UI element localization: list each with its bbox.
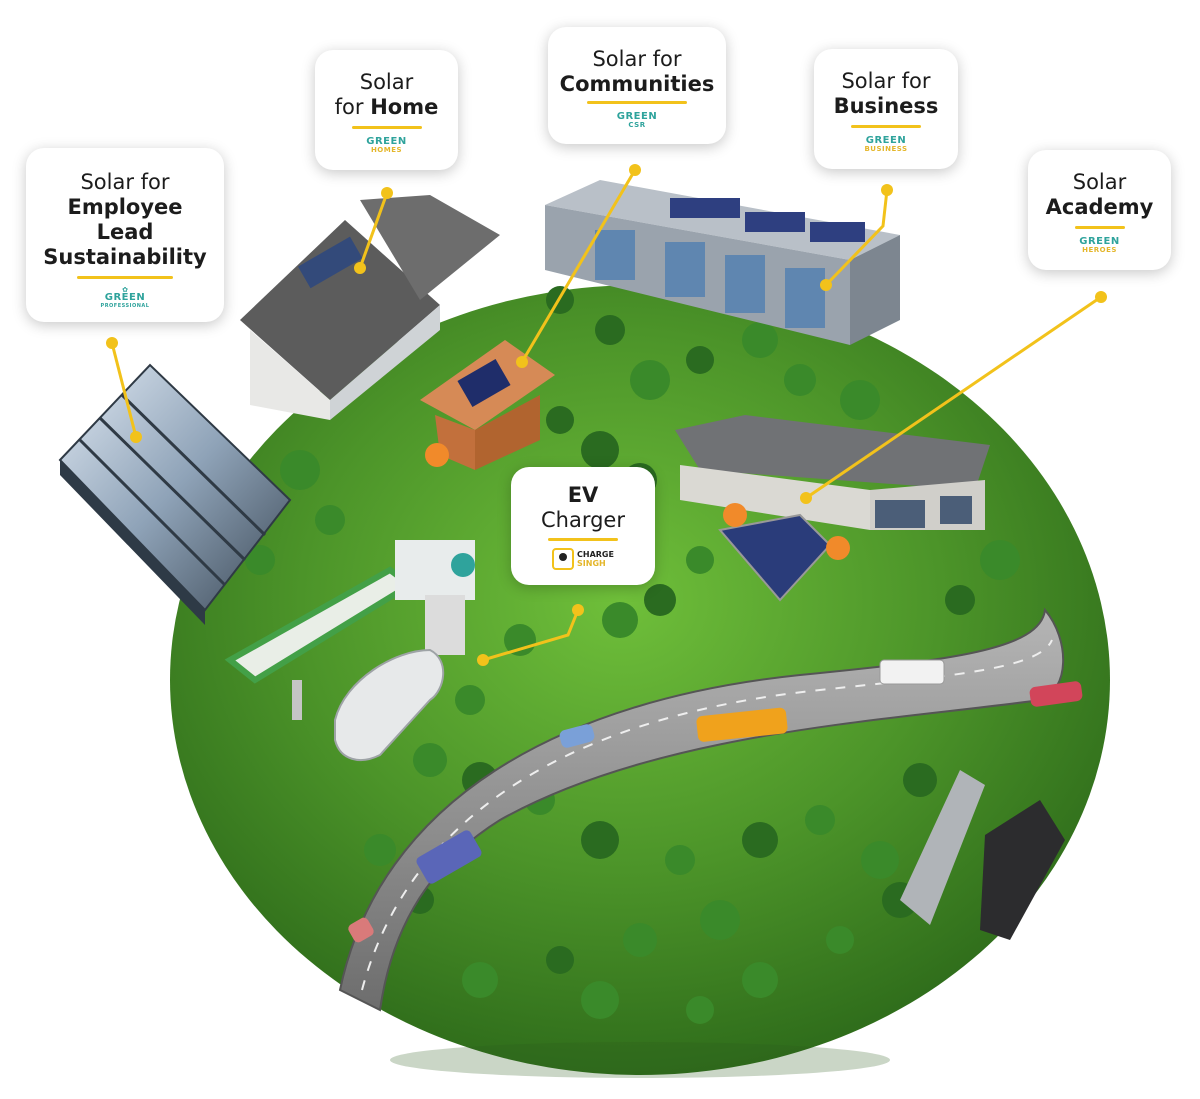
card-solar-academy[interactable]: Solar Academy GREEN HEROES: [1028, 150, 1171, 270]
car-icon: [334, 648, 445, 761]
tree-icon: [861, 841, 899, 879]
tree-icon: [686, 346, 714, 374]
tree-icon: [602, 602, 638, 638]
tree-icon: [700, 900, 740, 940]
card-ev-charger[interactable]: EV Charger CHARGE SINGH: [511, 467, 655, 585]
house-icon: [240, 195, 500, 420]
divider: [587, 101, 687, 104]
card-line: Solar for: [80, 170, 170, 194]
tree-icon: [581, 431, 619, 469]
tree-icon: [595, 315, 625, 345]
card-line: for Home: [334, 95, 439, 119]
tree-icon: [742, 322, 778, 358]
divider: [851, 125, 921, 128]
card-solar-for-communities[interactable]: Solar for Communities GREEN CSR: [548, 27, 726, 144]
tree-icon: [462, 962, 498, 998]
green-homes-logo: GREEN HOMES: [366, 136, 407, 155]
leaf-icon: ✿: [122, 286, 128, 294]
bus-icon: [696, 707, 788, 742]
tree-icon: [546, 946, 574, 974]
card-employee-lead-sustainability[interactable]: Solar for Employee Lead Sustainability ✿…: [26, 148, 224, 322]
tree-icon: [686, 996, 714, 1024]
worker-icon: [826, 536, 850, 560]
car-small-icon: [348, 917, 374, 943]
divider: [548, 538, 618, 541]
card-line: Charger: [541, 508, 625, 532]
tree-icon: [980, 540, 1020, 580]
truck-icon: [879, 659, 945, 685]
tree-icon: [784, 364, 816, 396]
tree-icon: [581, 981, 619, 1019]
office-tower-icon: [58, 363, 292, 625]
tree-icon: [665, 845, 695, 875]
billboard-solar-icon: [900, 770, 1065, 940]
callout-dots: [106, 164, 1107, 666]
tree-icon: [805, 805, 835, 835]
tree-icon: [280, 450, 320, 490]
tree-icon: [945, 585, 975, 615]
green-csr-logo: GREEN CSR: [616, 111, 658, 130]
worker-icon: [425, 443, 449, 467]
tree-icon: [742, 962, 778, 998]
tree-icon: [364, 834, 396, 866]
card-line: Employee: [67, 195, 183, 219]
worker-icon: [723, 503, 747, 527]
tree-icon: [826, 926, 854, 954]
tree-icon: [455, 685, 485, 715]
tree-icon: [840, 380, 880, 420]
card-line: Solar for: [592, 47, 682, 71]
tree-icon: [546, 406, 574, 434]
tree-icon: [644, 584, 676, 616]
charge-singh-logo: CHARGE SINGH: [552, 548, 614, 570]
tree-icon: [903, 763, 937, 797]
callout-lines: [110, 169, 1102, 662]
divider: [351, 126, 422, 129]
card-line: Business: [833, 94, 939, 118]
tree-icon: [630, 360, 670, 400]
ev-station-icon: [224, 540, 475, 720]
card-line: Solar: [1072, 170, 1127, 194]
car-red-icon: [1029, 681, 1083, 707]
green-heroes-logo: GREEN HEROES: [1079, 236, 1120, 255]
ranch-house-icon: [675, 415, 990, 602]
card-line: Sustainability: [43, 245, 207, 269]
card-line: Solar: [359, 70, 414, 94]
card-line: Lead: [96, 220, 154, 244]
card-line: Solar for: [841, 69, 931, 93]
tree-icon: [245, 545, 275, 575]
divider: [1074, 226, 1125, 229]
person-icon: [552, 548, 575, 570]
green-business-logo: GREEN BUSINESS: [864, 135, 908, 154]
card-solar-for-home[interactable]: Solar for Home GREEN HOMES: [315, 50, 458, 170]
van-icon: [416, 830, 482, 884]
divider: [77, 276, 173, 279]
card-line: Academy: [1045, 195, 1154, 219]
card-line: EV: [567, 483, 599, 507]
car-blue-icon: [559, 724, 595, 748]
tree-icon: [742, 822, 778, 858]
green-professional-logo: ✿ GREEN PROFESSIONAL: [26, 287, 224, 311]
card-line: Communities: [559, 72, 715, 96]
tree-icon: [413, 743, 447, 777]
warehouse-icon: [545, 180, 900, 345]
tree-icon: [686, 546, 714, 574]
card-solar-for-business[interactable]: Solar for Business GREEN BUSINESS: [814, 49, 958, 169]
tree-icon: [581, 821, 619, 859]
tree-icon: [623, 923, 657, 957]
tree-icon: [315, 505, 345, 535]
